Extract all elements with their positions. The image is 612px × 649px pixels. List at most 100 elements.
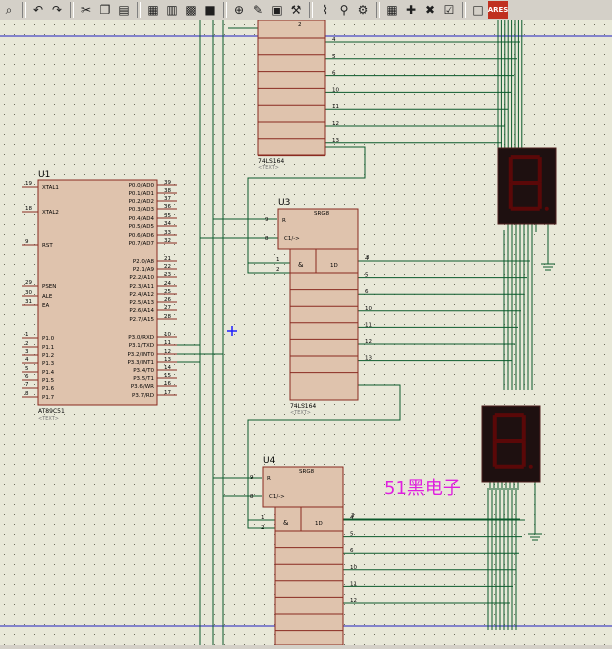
u3-pin-number: 10 [365, 306, 372, 312]
u1-pin-name: P2.7/A15 [129, 317, 154, 323]
u1-pin-name: XTAL1 [42, 185, 59, 191]
u1-pin-number: 7 [25, 382, 29, 388]
u1-pin-number: 32 [164, 238, 171, 244]
u1-pin-name: P3.2/INT0 [127, 352, 154, 358]
pick-device-icon[interactable]: ⊕ [233, 3, 245, 17]
undo-icon[interactable]: ↶ [32, 3, 44, 17]
u1-pin-name: P3.0/RXD [128, 335, 154, 341]
wires-layer [0, 20, 612, 645]
u1-pin-number: 10 [164, 332, 171, 338]
search-icon[interactable]: ⚲ [339, 3, 349, 17]
redo-icon[interactable]: ↷ [51, 3, 63, 17]
u1-pin-name: P0.7/AD7 [129, 241, 155, 247]
u1-pin-name: P0.2/AD2 [129, 199, 154, 205]
u1-pin-name: P2.0/A8 [133, 259, 155, 265]
u1-pin-number: 29 [25, 280, 32, 286]
u1-part: AT89C51 [38, 408, 65, 415]
u1-pin-name: P0.5/AD5 [129, 224, 155, 230]
u1-pin-number: 23 [164, 272, 171, 278]
netlist-icon[interactable]: ▦ [386, 3, 398, 17]
u1-pin-name: PSEN [42, 284, 56, 290]
u1-pin-number: 37 [164, 196, 171, 202]
packaging-icon[interactable]: ▣ [271, 3, 283, 17]
ares-icon[interactable]: ARES [488, 1, 508, 19]
u2-pin-number: 4 [332, 37, 336, 43]
u3-pin-number: 12 [365, 339, 372, 345]
block-copy-icon[interactable]: ▦ [147, 3, 159, 17]
zoom-icon[interactable]: ⌕ [5, 2, 13, 17]
make-device-icon[interactable]: ✎ [252, 3, 264, 17]
u1-pin-name: P2.6/A14 [129, 308, 154, 314]
schematic-svg[interactable]: U1AT89C51<TEXT>19XTAL118XTAL29RST29PSEN3… [0, 19, 612, 649]
u1-pin-number: 3 [25, 349, 29, 355]
u1-ref: U1 [38, 170, 50, 180]
watermark-text: 51黑电子 [384, 478, 461, 499]
wire-u2-to-u3 [247, 146, 366, 274]
u1-pin-number: 2 [25, 341, 29, 347]
u1-pin-name: P1.2 [42, 353, 54, 359]
u1-pin-name: P1.5 [42, 378, 55, 384]
u1-pin-name: P1.1 [42, 345, 54, 351]
wire-autorouter-icon[interactable]: ⌇ [322, 3, 328, 17]
u3-header: SRG8 [314, 211, 330, 217]
u3-pin-number: 8 [265, 236, 269, 242]
decompose-icon[interactable]: ⚒ [290, 3, 302, 17]
display-1-body [497, 147, 557, 225]
u1-pin-number: 34 [164, 221, 171, 227]
u1-pin-name: P3.1/TXD [129, 343, 154, 349]
u3-control-block [277, 208, 359, 250]
copy-icon[interactable]: ❐ [99, 3, 111, 17]
block-delete-icon[interactable]: ■ [204, 3, 216, 17]
toolbar-separator [462, 2, 466, 18]
remove-sheet-icon[interactable]: ✖ [424, 3, 436, 17]
u1-pin-name: P2.1/A9 [133, 267, 155, 273]
display-2-body [481, 405, 541, 483]
u1-pin-number: 28 [164, 314, 171, 320]
u3-pin-number: 13 [365, 356, 372, 362]
u3-and-label: & [298, 261, 304, 269]
u1-pin-name: P1.7 [42, 395, 55, 401]
u1-pin-number: 25 [164, 289, 171, 295]
u4-d-label: 1D [315, 521, 323, 527]
u3-pin-number: 6 [365, 289, 369, 295]
wire-u3-to-u4 [247, 384, 401, 529]
u1-pin-number: 17 [164, 390, 171, 396]
u1-pin-number: 26 [164, 297, 171, 303]
u1-pin-name: P2.4/A12 [129, 292, 154, 298]
u4-pin-number: 6 [350, 548, 354, 554]
u2-pin-number: 12 [332, 121, 339, 127]
property-assign-icon[interactable]: ⚙ [357, 3, 369, 17]
u1-pin-name: P2.3/A11 [129, 284, 154, 290]
u3-clk-label: C1/-> [284, 236, 300, 242]
u1-pin-name: ALE [42, 294, 53, 300]
toolbar-separator [309, 2, 313, 18]
bill-of-materials-icon[interactable]: ☑ [443, 3, 455, 17]
paste-icon[interactable]: ▤ [118, 3, 130, 17]
u1-pin-number: 39 [164, 180, 171, 186]
add-sheet-icon[interactable]: ✚ [405, 3, 417, 17]
u1-pin-name: EA [42, 303, 49, 309]
u1-pin-name: P0.1/AD1 [129, 191, 154, 197]
u4-pin-number: 4 [350, 515, 354, 521]
ares-icon[interactable]: □ [472, 3, 484, 17]
u1-pin-number: 35 [164, 213, 171, 219]
u3-d-label: 1D [330, 263, 338, 269]
u4-ref: U4 [263, 456, 276, 466]
block-rotate-icon[interactable]: ▩ [185, 3, 197, 17]
u3-pin-number: 2 [276, 267, 280, 273]
u1-pin-name: P1.3 [42, 361, 55, 367]
cut-icon[interactable]: ✂ [80, 3, 92, 17]
u1-pin-number: 30 [25, 290, 32, 296]
display-2-dot [528, 464, 533, 469]
u4-pin-number: 3 [351, 513, 355, 519]
u2-pin-number: 10 [332, 87, 339, 93]
u4-pin-number: 11 [350, 581, 357, 587]
u2-pin-number: 2 [298, 22, 302, 28]
block-move-icon[interactable]: ▥ [166, 3, 178, 17]
u1-body [37, 179, 158, 406]
u1-pin-number: 21 [164, 256, 171, 262]
display-1-dot [544, 206, 549, 211]
u1-pin-number: 18 [25, 206, 32, 212]
u1-pin-number: 33 [164, 230, 171, 236]
